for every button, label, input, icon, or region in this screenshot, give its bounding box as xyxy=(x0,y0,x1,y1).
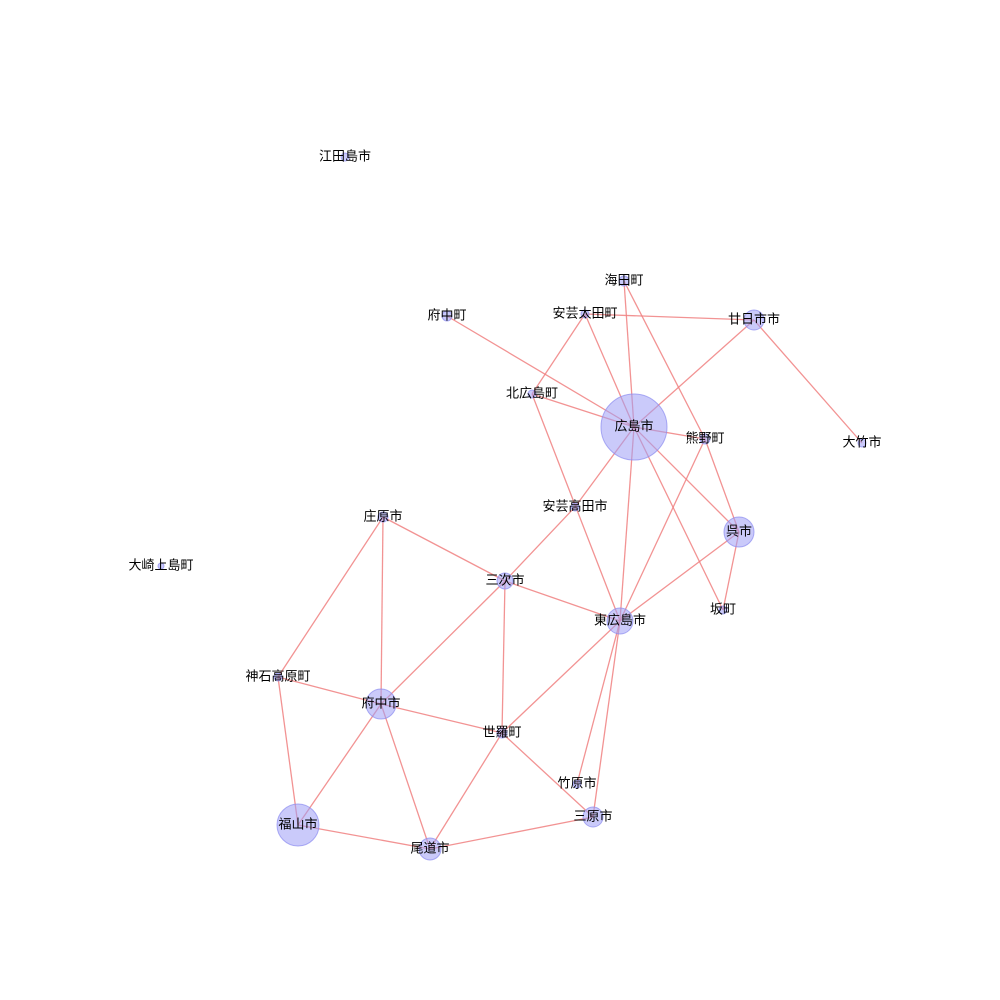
node-otake[interactable] xyxy=(857,438,867,448)
node-miyoshi[interactable] xyxy=(496,572,514,590)
edge-miyoshi-sera xyxy=(501,580,506,734)
node-shobara[interactable] xyxy=(377,511,389,523)
node-hiroshima[interactable] xyxy=(600,393,668,461)
node-label-sera: 世羅町 xyxy=(482,726,521,741)
node-osakikamijima[interactable] xyxy=(157,562,165,570)
edge-miyoshi-fuchu_city xyxy=(380,580,506,705)
edge-layer xyxy=(277,280,863,850)
node-akiota[interactable] xyxy=(580,309,590,319)
node-label-saka: 坂町 xyxy=(710,603,736,618)
node-label-fuchu_city: 府中市 xyxy=(361,696,400,712)
node-label-higashihiroshima: 東広島市 xyxy=(594,613,646,629)
node-higashihiroshima[interactable] xyxy=(606,607,634,635)
node-label-mihara: 三原市 xyxy=(573,809,612,825)
node-akitakata[interactable] xyxy=(570,502,580,512)
edge-jinseki-fuchu_city xyxy=(277,676,382,705)
edge-higashihiroshima-takehara xyxy=(576,620,621,785)
node-label-onomichi: 尾道市 xyxy=(410,841,449,857)
edge-hiroshima-saka xyxy=(633,426,724,611)
node-kitahiroshima[interactable] xyxy=(527,389,537,399)
node-label-hatsukaichi: 廿日市市 xyxy=(728,312,780,328)
node-label-kure: 呉市 xyxy=(726,524,752,540)
node-label-fuchu_town: 府中町 xyxy=(427,309,466,324)
edge-sera-mihara xyxy=(501,732,594,818)
node-takehara[interactable] xyxy=(572,779,582,789)
node-label-fukuyama: 福山市 xyxy=(278,817,317,833)
node-saka[interactable] xyxy=(718,605,728,615)
edge-akiota-kitahiroshima xyxy=(531,313,586,395)
node-label-kitahiroshima: 北広島町 xyxy=(506,387,558,402)
edge-kumano-kure xyxy=(704,438,740,533)
node-label-akiota: 安芸太田町 xyxy=(552,306,617,322)
node-kaita[interactable] xyxy=(618,275,630,287)
node-label-shobara: 庄原市 xyxy=(363,509,402,525)
node-hatsukaichi[interactable] xyxy=(743,309,765,331)
edge-jinseki-fukuyama xyxy=(277,676,299,826)
edge-kaita-kumano xyxy=(623,280,706,440)
node-label-osakikamijima: 大崎上島町 xyxy=(128,559,193,574)
node-sera[interactable] xyxy=(496,727,508,739)
edge-kumano-higashihiroshima xyxy=(619,438,706,622)
node-fuchu_city[interactable] xyxy=(365,688,397,720)
edge-kure-higashihiroshima xyxy=(619,531,740,622)
node-layer xyxy=(157,152,867,861)
edge-shobara-fuchu_city xyxy=(380,516,384,705)
node-label-takehara: 竹原市 xyxy=(557,776,596,792)
node-mihara[interactable] xyxy=(582,806,604,828)
node-onomichi[interactable] xyxy=(418,837,442,861)
node-label-kumano: 熊野町 xyxy=(685,431,724,447)
edge-shobara-jinseki xyxy=(277,516,384,678)
edge-akitakata-miyoshi xyxy=(504,506,576,582)
node-jinseki[interactable] xyxy=(273,672,283,682)
node-label-jinseki: 神石高原町 xyxy=(245,669,310,685)
node-fuchu_town[interactable] xyxy=(441,310,453,322)
edge-hiroshima-fuchu_town xyxy=(446,315,635,428)
edge-fukuyama-onomichi xyxy=(297,824,431,850)
edge-akiota-hatsukaichi xyxy=(584,313,755,321)
node-label-miyoshi: 三次市 xyxy=(485,573,524,589)
edge-fuchu_city-sera xyxy=(380,703,503,734)
edge-miyoshi-higashihiroshima xyxy=(504,580,621,622)
node-label-otake: 大竹市 xyxy=(842,435,881,451)
edge-higashihiroshima-mihara xyxy=(592,620,621,818)
edge-higashihiroshima-sera xyxy=(501,620,621,734)
edge-hatsukaichi-otake xyxy=(753,319,863,444)
edge-fuchu_city-fukuyama xyxy=(297,703,382,826)
node-etajima[interactable] xyxy=(340,152,350,162)
node-label-akitakata: 安芸高田市 xyxy=(542,499,607,515)
edge-sera-onomichi xyxy=(429,732,503,850)
node-label-hiroshima: 広島市 xyxy=(614,419,653,435)
node-fukuyama[interactable] xyxy=(276,803,320,847)
edge-shobara-miyoshi xyxy=(382,516,506,582)
node-kure[interactable] xyxy=(723,516,755,548)
node-label-kaita: 海田町 xyxy=(604,274,643,289)
node-kumano[interactable] xyxy=(699,433,711,445)
edge-fuchu_city-onomichi xyxy=(380,703,431,850)
node-label-etajima: 江田島市 xyxy=(319,149,371,165)
edge-onomichi-mihara xyxy=(429,816,594,850)
